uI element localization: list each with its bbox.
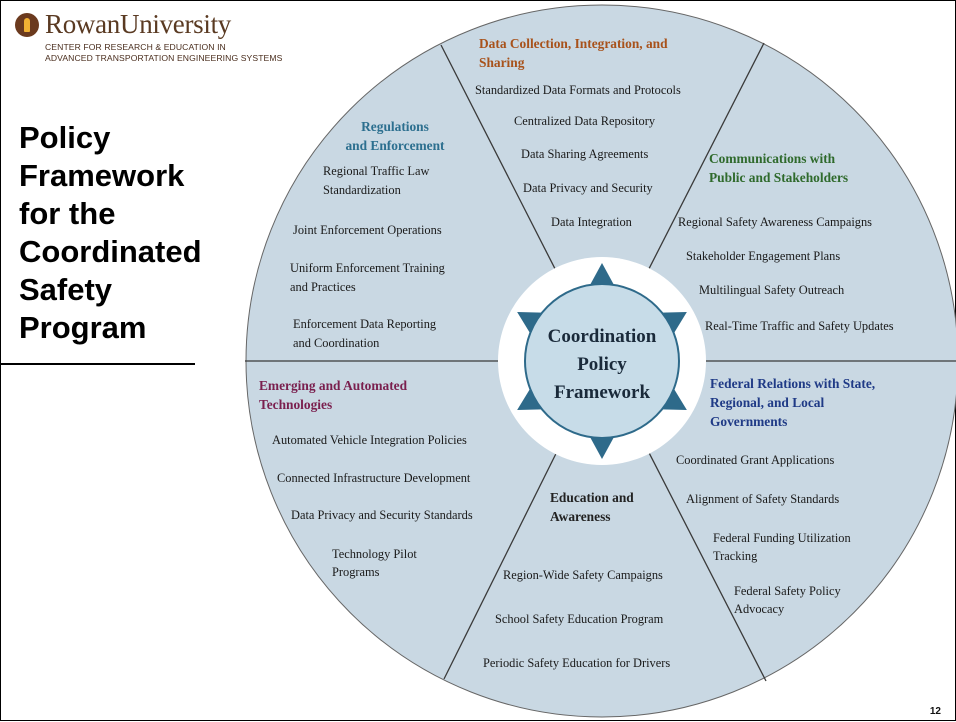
torch-icon: [15, 12, 39, 37]
segment-item: Advocacy: [734, 602, 785, 616]
segment-item: Data Privacy and Security Standards: [291, 508, 473, 522]
segment-heading: Communications with: [709, 151, 836, 166]
wheel: [245, 4, 956, 718]
segment-item: Regional Traffic Law: [323, 164, 430, 178]
segment-item: Region-Wide Safety Campaigns: [503, 568, 663, 582]
logo-subtitle-line: ADVANCED TRANSPORTATION ENGINEERING SYST…: [45, 53, 283, 63]
segment-emerging-tech: Emerging and AutomatedTechnologiesAutoma…: [259, 378, 473, 579]
segment-item: Tracking: [713, 549, 757, 563]
center-label-line: Framework: [554, 382, 650, 403]
center-label: Coordination Policy Framework: [548, 326, 657, 403]
segment-item: Alignment of Safety Standards: [686, 492, 839, 506]
segment-item: and Coordination: [293, 336, 379, 350]
segment-item: Uniform Enforcement Training: [290, 261, 445, 275]
segment-heading: Governments: [710, 414, 787, 429]
arrow-icon: [661, 312, 687, 334]
segment-texts: Data Collection, Integration, andSharing…: [259, 36, 894, 670]
center-label-line: Coordination: [548, 326, 657, 347]
segment-item: Federal Safety Policy: [734, 584, 841, 598]
segment-heading: Emerging and Automated: [259, 378, 408, 393]
segment-data-collection: Data Collection, Integration, andSharing…: [475, 36, 681, 229]
arrow-icon: [517, 312, 543, 334]
segment-item: Automated Vehicle Integration Policies: [272, 433, 467, 447]
title-line: for the: [19, 196, 116, 231]
segment-heading: Regulations: [361, 119, 429, 134]
segment-divider: [648, 453, 767, 682]
segment-item: Multilingual Safety Outreach: [699, 283, 845, 297]
title-line: Policy: [19, 120, 111, 155]
segment-item: Coordinated Grant Applications: [676, 453, 834, 467]
university-logo: RowanUniversity CENTER FOR RESEARCH & ED…: [15, 9, 282, 64]
center-label-line: Policy: [577, 354, 627, 375]
segment-item: Data Privacy and Security: [523, 181, 654, 195]
segment-heading: Data Collection, Integration, and: [479, 36, 668, 51]
segment-item: Standardization: [323, 183, 401, 197]
segment-item: Stakeholder Engagement Plans: [686, 249, 840, 263]
segment-item: and Practices: [290, 280, 356, 294]
segment-item: Federal Funding Utilization: [713, 531, 851, 545]
segment-item: Joint Enforcement Operations: [293, 223, 442, 237]
segment-item: Data Integration: [551, 215, 632, 229]
segment-dividers: [245, 42, 956, 682]
slide-title: Policy Framework for the Coordinated Saf…: [19, 119, 259, 347]
segment-item: Enforcement Data Reporting: [293, 317, 436, 331]
segment-heading: Awareness: [550, 509, 611, 524]
arrow-icon: [517, 388, 543, 410]
arrow-icon: [590, 263, 614, 285]
segment-divider: [443, 453, 557, 680]
title-line: Framework: [19, 158, 185, 193]
segment-item: Programs: [332, 565, 380, 579]
segment-heading: Technologies: [259, 397, 332, 412]
segment-item: Real-Time Traffic and Safety Updates: [705, 319, 894, 333]
title-line: Safety: [19, 272, 113, 307]
segment-heading: Federal Relations with State,: [710, 376, 875, 391]
title-underline: [1, 363, 195, 365]
segment-item: Centralized Data Repository: [514, 114, 656, 128]
segment-federal-relations: Federal Relations with State, Regional, a…: [676, 376, 875, 616]
segment-item: Technology Pilot: [332, 547, 417, 561]
segment-heading: Regional, and Local: [710, 395, 824, 410]
segment-heading: and Enforcement: [345, 138, 445, 153]
arrows: [517, 263, 687, 459]
segment-item: School Safety Education Program: [495, 612, 664, 626]
logo-subtitle-line: CENTER FOR RESEARCH & EDUCATION IN: [45, 42, 226, 52]
segment-heading: Sharing: [479, 55, 525, 70]
logo-name: RowanUniversity: [45, 9, 231, 39]
arrow-icon: [661, 388, 687, 410]
segment-item: Standardized Data Formats and Protocols: [475, 83, 681, 97]
segment-heading: Public and Stakeholders: [709, 170, 848, 185]
segment-heading: Education and: [550, 490, 634, 505]
arrow-icon: [590, 437, 614, 459]
title-line: Coordinated: [19, 234, 202, 269]
segment-item: Regional Safety Awareness Campaigns: [678, 215, 872, 229]
segment-item: Connected Infrastructure Development: [277, 471, 471, 485]
segment-item: Periodic Safety Education for Drivers: [483, 656, 670, 670]
segment-divider: [648, 42, 765, 269]
segment-item: Data Sharing Agreements: [521, 147, 648, 161]
logo-subtitle: CENTER FOR RESEARCH & EDUCATION IN ADVAN…: [45, 42, 282, 64]
title-line: Program: [19, 310, 147, 345]
center-circle: [524, 283, 680, 439]
segment-divider: [440, 44, 556, 269]
page-number: 12: [929, 706, 941, 717]
